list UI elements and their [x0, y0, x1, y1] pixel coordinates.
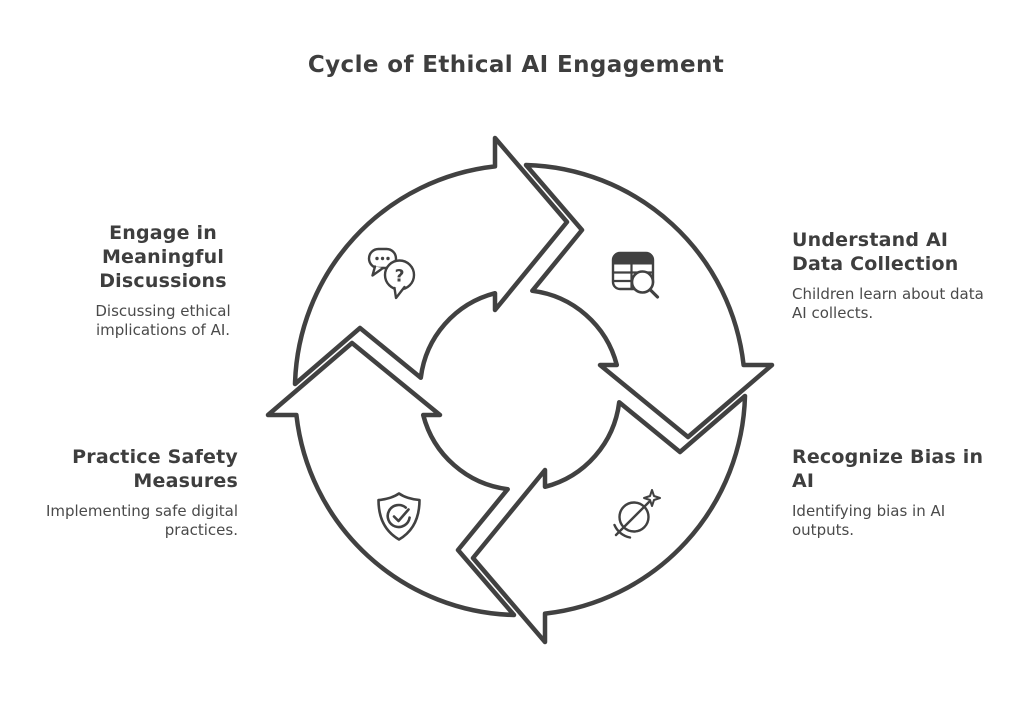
step-heading-line: Data Collection [792, 253, 959, 275]
step-body: Discussing ethical implications of AI. [30, 302, 296, 340]
step-body-line: AI collects. [792, 304, 874, 322]
bias-slash [614, 500, 651, 537]
step-heading: Understand AI Data Collection [792, 228, 1032, 276]
step-body: Children learn about data AI collects. [792, 285, 1032, 323]
step-heading-line: Engage in [109, 222, 217, 244]
ellipsis-dots [375, 256, 390, 261]
step-heading-line: AI [792, 470, 815, 492]
step-body-line: practices. [164, 521, 238, 539]
step-body-line: Children learn about data [792, 285, 984, 303]
step-heading-line: Recognize Bias in [792, 446, 984, 468]
step-body: Identifying bias in AI outputs. [792, 502, 1032, 540]
cycle-arrow-right [523, 162, 775, 440]
check-circle-arc [386, 503, 411, 529]
step-body: Implementing safe digital practices. [0, 502, 238, 540]
step-heading: Recognize Bias in AI [792, 445, 1032, 493]
page-title: Cycle of Ethical AI Engagement [307, 52, 725, 78]
step-heading-line: Understand AI [792, 229, 949, 251]
step-recognize-bias: Recognize Bias in AI Identifying bias in… [792, 445, 1032, 540]
table-search-icon [604, 244, 664, 308]
step-body-line: Implementing safe digital [45, 502, 238, 520]
check-mark [392, 508, 410, 523]
step-heading: Engage in Meaningful Discussions [30, 221, 296, 293]
cycle-arrow-bottom [470, 393, 748, 645]
step-understand-data-collection: Understand AI Data Collection Children l… [792, 228, 1032, 323]
step-engage-discussions: Engage in Meaningful Discussions Discuss… [30, 221, 296, 340]
magnifier-glass [630, 270, 655, 294]
cycle-arrow-top [292, 135, 570, 387]
sparkle-star [643, 489, 661, 507]
large-bubble-tail [393, 285, 406, 300]
chat-question-icon: ? [361, 242, 423, 310]
shield-check-icon [367, 486, 431, 554]
step-body-line: Identifying bias in AI [792, 502, 946, 520]
step-heading: Practice Safety Measures [0, 445, 238, 493]
step-heading-line: Meaningful [101, 246, 225, 268]
step-heading-line: Measures [133, 470, 238, 492]
step-body-line: Discussing ethical [95, 302, 231, 320]
small-bubble-tail [371, 265, 385, 277]
step-heading-line: Discussions [99, 270, 227, 292]
table-header-band [613, 253, 653, 265]
step-heading-line: Practice Safety [72, 446, 238, 468]
step-body-line: outputs. [792, 521, 855, 539]
step-practice-safety: Practice Safety Measures Implementing sa… [0, 445, 238, 540]
bias-circle [618, 501, 650, 533]
question-mark: ? [395, 267, 405, 287]
magnifier-handle [648, 288, 660, 299]
bias-slash-icon [601, 482, 665, 554]
step-body-line: implications of AI. [95, 321, 231, 339]
shield-outline [377, 492, 421, 541]
bias-under-arc [613, 523, 632, 539]
cycle-arrow-left [265, 340, 517, 618]
